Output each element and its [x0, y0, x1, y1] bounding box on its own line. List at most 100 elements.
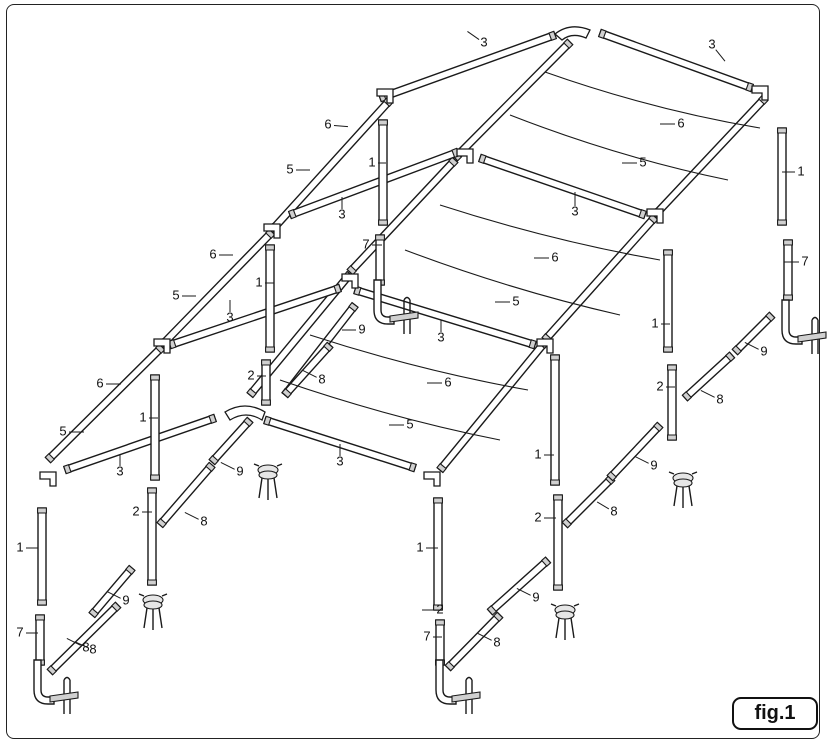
part-label-8: 8: [493, 634, 500, 649]
leader-line-8: [74, 641, 88, 648]
rafter-3-top-right-body: [597, 28, 755, 93]
part-label-2: 2: [534, 509, 541, 524]
leader-line-3: [715, 49, 726, 62]
brace-8-right-start-sleeve: [561, 517, 573, 529]
leader-line-8: [700, 389, 715, 398]
part-label-3: 3: [480, 34, 487, 49]
leg-elbow-front-right-body: [435, 619, 445, 666]
leg-lower-mid-right-end-sleeve: [667, 434, 677, 441]
leg-front-right-corner-end-sleeve: [433, 604, 443, 611]
brace-9-mid-end-sleeve: [243, 416, 254, 428]
leg-front-left-1-end-sleeve: [150, 474, 160, 481]
frame-joints: [39, 26, 769, 487]
foot-mid-left-spikes: [258, 477, 278, 500]
part-label-5: 5: [59, 423, 66, 438]
part-label-6: 6: [444, 374, 451, 389]
leg-lower-mid-right-body: [667, 364, 677, 441]
foot-front-left-spikes: [143, 607, 163, 630]
leg-lower-mid-right: [667, 364, 677, 441]
roof-tube-ridge-mid-end-sleeve: [346, 264, 358, 276]
leader-line-8: [477, 632, 492, 641]
roof-tube-ridge-back-body: [451, 38, 574, 162]
brace-8-front-left: [46, 601, 122, 676]
roof-tube-right-back: [651, 94, 769, 219]
brace-9-back-right-end-sleeve: [764, 311, 776, 323]
part-label-9: 9: [532, 589, 539, 604]
hook-back-right: [781, 299, 827, 354]
figure-label: fig.1: [732, 697, 818, 730]
leg-lower-mid-left-body: [261, 359, 271, 406]
part-label-3: 3: [336, 453, 343, 468]
leg-back-left-body: [378, 119, 388, 226]
hook-back-right-plate: [797, 331, 827, 343]
brace-9-back-end-sleeve: [348, 301, 359, 313]
part-label-6: 6: [324, 116, 331, 131]
leg-elbow-front-left: [35, 614, 45, 666]
part-label-5: 5: [406, 416, 413, 431]
part-label-2: 2: [656, 378, 663, 393]
brace-8-back-start-sleeve: [281, 387, 292, 399]
roof-tube-ridge-front-end-sleeve: [246, 387, 257, 399]
leg-elbow-front-right: [435, 619, 445, 666]
corner-joint-front-left: [39, 471, 57, 487]
part-label-5: 5: [172, 287, 179, 302]
brace-9-front-right-end-sleeve: [540, 556, 552, 567]
leg-front-right-1-body: [550, 354, 560, 486]
leg-lower-mid-right-start-sleeve: [667, 364, 677, 371]
leg-lower-mid-left: [261, 359, 271, 406]
leader-line-9: [744, 341, 759, 350]
brace-8-mid-end-sleeve: [205, 461, 216, 473]
brace-9-front-right-body: [486, 556, 552, 616]
leader-line-8: [302, 369, 317, 378]
leg-front-right-corner: [433, 497, 443, 611]
part-label-8: 8: [610, 503, 617, 518]
rafter-3-front-right-end-sleeve: [408, 462, 417, 473]
leg-mid-right-body: [663, 249, 673, 353]
part-label-8: 8: [89, 641, 96, 656]
part-label-7: 7: [423, 628, 430, 643]
rafter-3-top-left-body: [377, 30, 558, 103]
roof-tube-right-front-body: [436, 338, 549, 474]
leg-lower-front-left-body: [147, 487, 157, 586]
part-label-3: 3: [437, 329, 444, 344]
part-label-9: 9: [358, 321, 365, 336]
brace-8-back-right-start-sleeve: [681, 391, 693, 402]
roof-tube-right-mid: [541, 213, 659, 344]
wire-5-front: [279, 379, 501, 441]
roof-tube-ridge-back-start-sleeve: [562, 38, 574, 50]
part-label-5: 5: [286, 161, 293, 176]
rafter-3-third-right-end-sleeve: [528, 339, 537, 350]
leg-lower-mid-left-start-sleeve: [261, 359, 271, 366]
hook-back-left-plate: [389, 311, 419, 323]
leg-front-right-corner-body: [433, 497, 443, 611]
leg-front-right-corner-start-sleeve: [433, 497, 443, 504]
brace-9-mid-start-sleeve: [208, 454, 219, 466]
brace-8-mid-start-sleeve: [156, 517, 167, 529]
roof-tube-left-front-end-sleeve: [44, 452, 56, 464]
leg-lower-right-start-sleeve: [553, 494, 563, 501]
part-label-1: 1: [797, 163, 804, 178]
brace-8-front-left-start-sleeve: [46, 664, 58, 676]
roof-tube-ridge-mid-start-sleeve: [447, 156, 459, 168]
brace-8-front-right-end-sleeve: [492, 611, 504, 623]
part-label-1: 1: [651, 315, 658, 330]
brace-8-back: [281, 341, 334, 399]
corner-joint-front-left-top: [153, 338, 171, 354]
leg-elbow-front-left-body: [35, 614, 45, 666]
leg-front-left-1-start-sleeve: [150, 374, 160, 381]
part-label-2: 2: [247, 367, 254, 382]
part-label-6: 6: [96, 375, 103, 390]
brace-9-right-start-sleeve: [606, 470, 618, 482]
rafter-3-third-left-end-sleeve: [333, 283, 342, 294]
brace-8-mid: [156, 461, 216, 529]
leg-back-right-start-sleeve: [777, 127, 787, 134]
leg-elbow-front-left-start-sleeve: [35, 614, 45, 621]
part-label-3: 3: [338, 206, 345, 221]
foot-front-left-base: [143, 600, 163, 610]
leader-line-8: [184, 511, 199, 520]
hook-front-right-plate: [451, 691, 481, 703]
wire-5-mid: [404, 249, 621, 316]
brace-8-front-right: [444, 611, 504, 672]
part-label-8: 8: [200, 513, 207, 528]
